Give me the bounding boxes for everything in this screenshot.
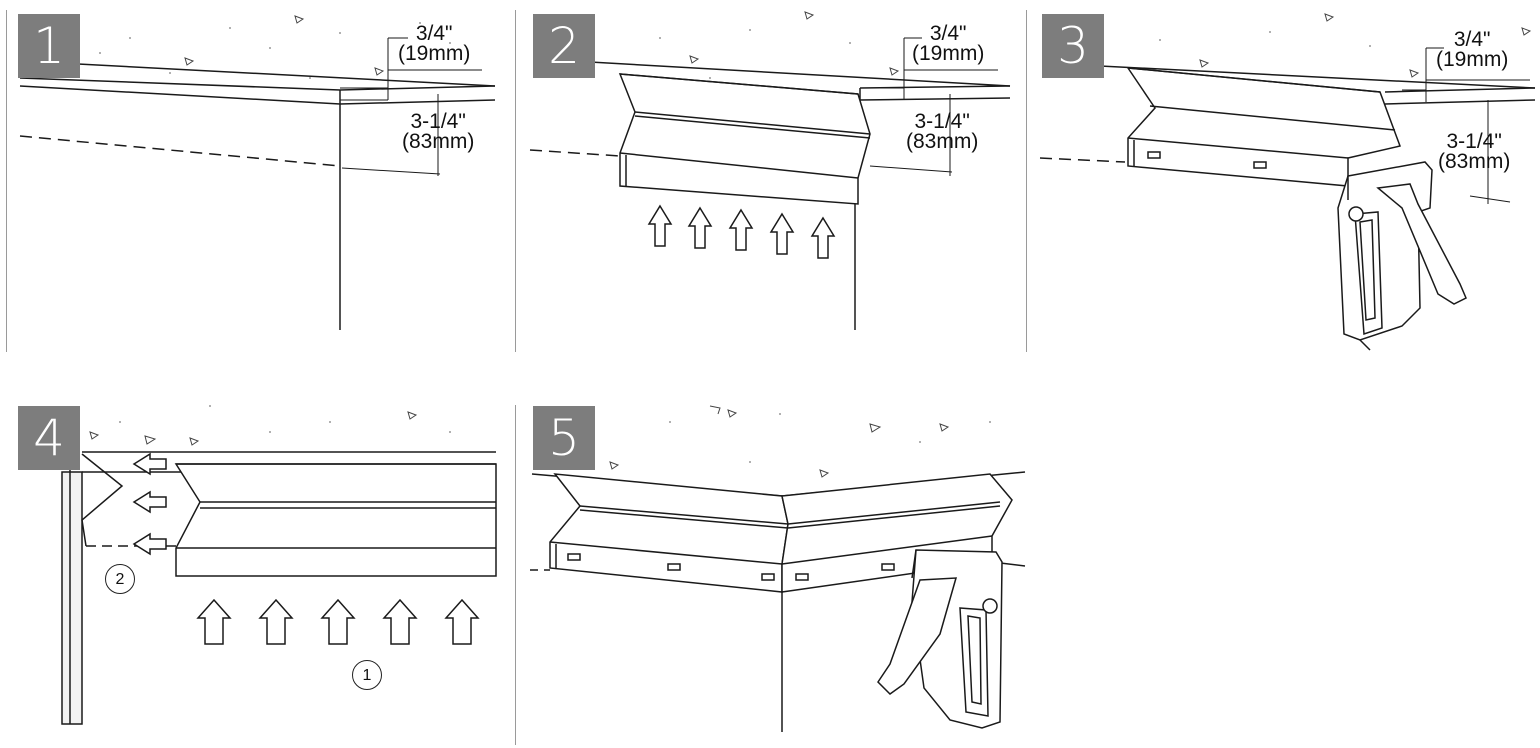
dimension-top-label: 3/4" (19mm): [1436, 28, 1509, 71]
wall-section: [61, 471, 83, 725]
step-5-illustration: [530, 405, 1026, 732]
dimension-top-fraction: 3/4": [415, 22, 453, 45]
step-4-illustration: [61, 405, 497, 725]
step-number-badge: 5: [533, 406, 595, 470]
panel-divider: [6, 10, 7, 352]
dimension-top-fraction: 3/4": [929, 22, 967, 45]
step-number-badge: 2: [533, 14, 595, 78]
dimension-depth-fraction: 3-1/4": [410, 110, 466, 133]
panel-divider: [1026, 10, 1027, 352]
step-4-panel: 4 2 1: [10, 402, 510, 748]
stapler-icon: [1337, 161, 1467, 351]
dimension-depth-fraction: 3-1/4": [1446, 130, 1502, 153]
dimension-top-metric: (19mm): [912, 42, 985, 65]
dimension-depth-label: 3-1/4" (83mm): [402, 110, 475, 153]
panel-divider: [515, 405, 516, 745]
dimension-depth-metric: (83mm): [906, 130, 979, 153]
step-1-panel: 1 3/4" (19mm) 3-1/4" (83mm): [10, 8, 510, 353]
dimension-depth-fraction: 3-1/4": [914, 110, 970, 133]
step-1-illustration: [19, 15, 496, 330]
dimension-top-label: 3/4" (19mm): [398, 22, 471, 65]
callout-push-up: 1: [352, 660, 382, 690]
arrow-up-icon: [196, 598, 480, 645]
dimension-depth-metric: (83mm): [402, 130, 475, 153]
arrow-up-icon: [647, 204, 836, 259]
dimension-depth-label: 3-1/4" (83mm): [906, 110, 979, 153]
dimension-top-metric: (19mm): [1436, 48, 1509, 71]
arrow-left-icon: [132, 452, 167, 556]
step-2-panel: 2 3/4" (19mm) 3-1/4" (83mm): [520, 8, 1020, 353]
step-number-badge: 4: [18, 406, 80, 470]
step-2-illustration: [529, 11, 1011, 330]
step-number-badge: 1: [18, 14, 80, 78]
dimension-depth-label: 3-1/4" (83mm): [1438, 130, 1511, 173]
stapler-icon: [877, 549, 1003, 729]
dimension-top-fraction: 3/4": [1453, 28, 1491, 51]
callout-push-in: 2: [105, 564, 135, 594]
dimension-depth-metric: (83mm): [1438, 150, 1511, 173]
step-number-badge: 3: [1042, 14, 1104, 78]
step-3-illustration: [1039, 13, 1536, 351]
dimension-top-metric: (19mm): [398, 42, 471, 65]
panel-divider: [515, 10, 516, 352]
dimension-top-label: 3/4" (19mm): [912, 22, 985, 65]
step-3-panel: 3 3/4" (19mm) 3-1/4" (83mm): [1030, 8, 1540, 353]
step-5-panel: 5: [520, 402, 1030, 748]
